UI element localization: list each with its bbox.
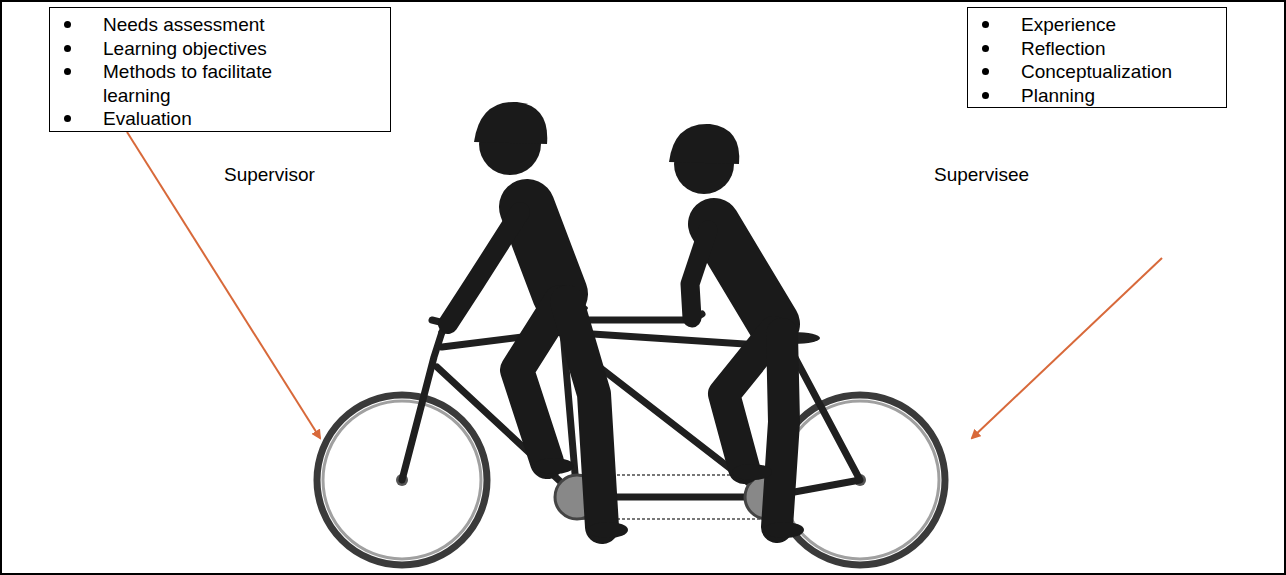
list-text: Evaluation [103, 107, 192, 131]
bullet-dot [64, 45, 71, 52]
bullet-dot [64, 21, 71, 28]
list-item: Evaluation [50, 107, 390, 131]
list-text: Needs assessment [103, 13, 265, 37]
list-text: Experience [1021, 13, 1116, 37]
role-label: Supervisee [934, 163, 1029, 186]
bullet-list-box: ExperienceReflectionConceptualizationPla… [967, 7, 1227, 108]
list-text: Learning objectives [103, 37, 267, 61]
bullet-dot [982, 21, 989, 28]
leader-arrow [972, 258, 1162, 438]
leader-arrow [127, 132, 320, 438]
rider-silhouette [669, 124, 804, 538]
list-text: Conceptualization [1021, 60, 1172, 84]
bullet-list-box: Needs assessmentLearning objectivesMetho… [49, 7, 391, 132]
bullet-dot [64, 115, 71, 122]
bullet-dot [64, 68, 71, 75]
list-item: Conceptualization [968, 60, 1226, 84]
rider-silhouette [448, 102, 628, 538]
list-text: Methods to facilitate learning [103, 60, 308, 107]
list-item: Methods to facilitate learning [50, 60, 390, 107]
list-text: Planning [1021, 84, 1095, 108]
list-item: Reflection [968, 37, 1226, 61]
bullet-dot [982, 68, 989, 75]
list-item: Needs assessment [50, 13, 390, 37]
list-text: Reflection [1021, 37, 1106, 61]
list-item: Experience [968, 13, 1226, 37]
role-label: Supervisor [224, 163, 315, 186]
list-item: Planning [968, 84, 1226, 108]
list-item: Learning objectives [50, 37, 390, 61]
bullet-dot [982, 45, 989, 52]
bullet-dot [982, 92, 989, 99]
